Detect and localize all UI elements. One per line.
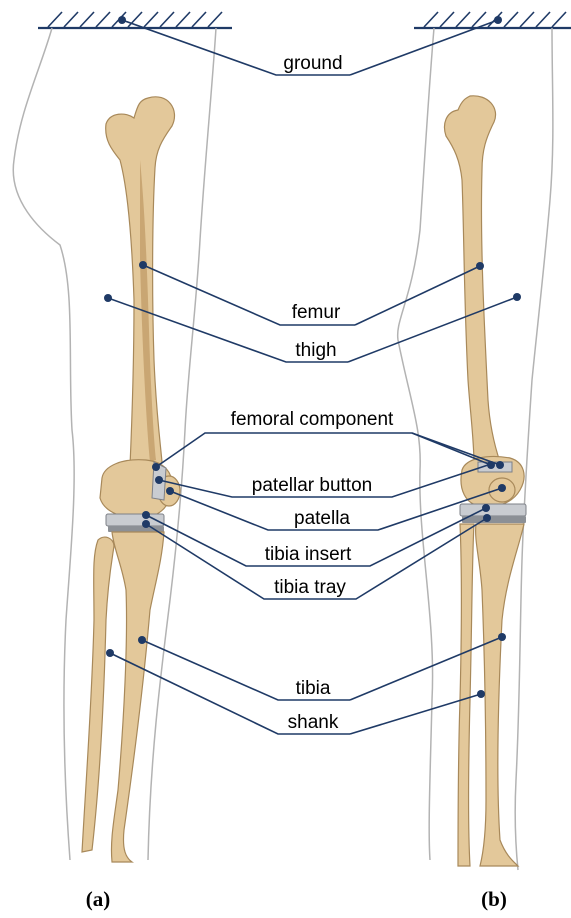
label-femoral-component: femoral component <box>231 409 394 430</box>
tibia-left <box>111 532 164 862</box>
label-tibia-tray: tibia tray <box>274 577 346 598</box>
label-tibia: tibia <box>296 678 331 699</box>
ground-symbol-right <box>414 12 571 28</box>
label-patellar-button: patellar button <box>252 475 372 496</box>
tibia-tray-left <box>108 526 164 532</box>
label-femur: femur <box>292 302 341 323</box>
tibia-tray-right <box>462 516 526 523</box>
caption-a: (a) <box>86 887 111 911</box>
leader-femur-right <box>355 266 480 325</box>
fibula-right <box>458 524 474 866</box>
tibia-insert-right <box>460 504 526 516</box>
label-tibia-insert: tibia insert <box>265 544 352 565</box>
ground-symbol-left <box>38 12 232 28</box>
leader-thigh-right <box>348 297 517 362</box>
femur-left <box>100 97 175 518</box>
femur-right <box>445 96 525 507</box>
label-shank: shank <box>288 712 339 733</box>
label-ground: ground <box>283 53 342 74</box>
leader-femoral-component-left <box>156 433 491 467</box>
caption-b: (b) <box>481 887 507 911</box>
label-patella: patella <box>294 508 350 529</box>
fibula-left <box>82 537 114 852</box>
label-thigh: thigh <box>295 340 336 361</box>
